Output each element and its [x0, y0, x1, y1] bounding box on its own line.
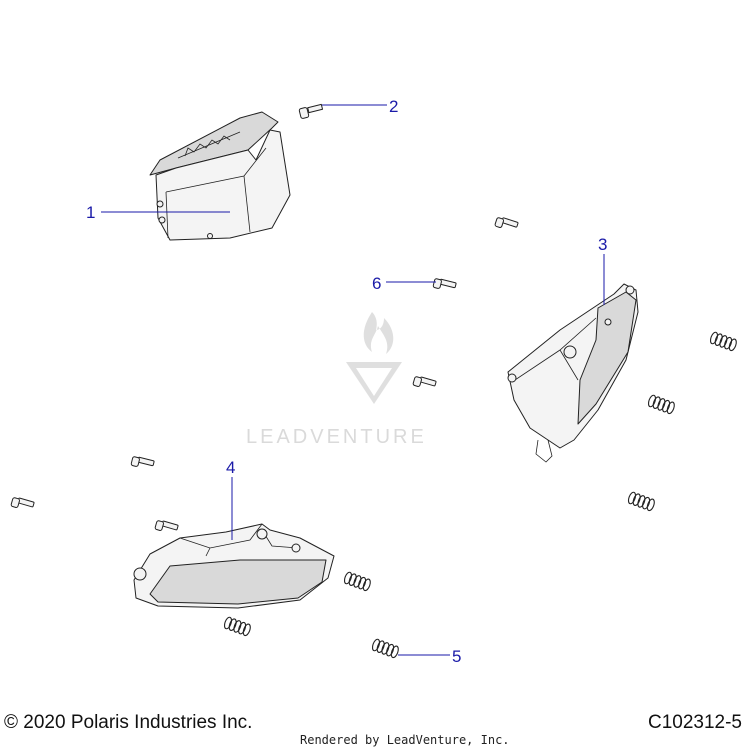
spring-center	[343, 571, 371, 592]
spring-right-middle	[647, 394, 675, 415]
watermark-text: LEADVENTURE	[246, 426, 427, 448]
screw-near-4	[154, 520, 179, 531]
screw-left-upper	[130, 456, 155, 467]
callout-2[interactable]: 2	[389, 97, 398, 116]
watermark-v-icon	[346, 362, 402, 404]
callout-6[interactable]: 6	[372, 274, 381, 293]
screw-middle	[412, 376, 437, 387]
fog-light-4	[133, 523, 335, 609]
spring-left	[223, 616, 251, 637]
spring-right-top	[709, 331, 737, 352]
callout-5[interactable]: 5	[452, 647, 461, 666]
fog-light-3	[507, 283, 639, 463]
screw-left-lower	[10, 497, 35, 508]
spring-5	[371, 638, 399, 659]
callout-3[interactable]: 3	[598, 235, 607, 254]
screw-2	[298, 103, 324, 119]
callout-4[interactable]: 4	[226, 458, 235, 477]
copyright-text: © 2020 Polaris Industries Inc.	[4, 712, 253, 733]
headlight-assembly-1	[149, 111, 291, 241]
screw-6	[432, 278, 457, 289]
rendered-by-text: Rendered by LeadVenture, Inc.	[300, 733, 510, 747]
callout-1[interactable]: 1	[86, 203, 95, 222]
leadventure-watermark: LEADVENTURE	[246, 312, 427, 448]
spring-right-bottom	[627, 491, 655, 512]
screw-upper-right	[494, 217, 519, 228]
diagram-code: C102312-5	[647, 712, 742, 733]
watermark-flame-icon	[363, 312, 394, 354]
